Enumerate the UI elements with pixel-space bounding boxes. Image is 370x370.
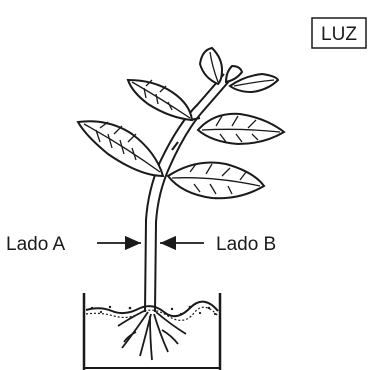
leaf <box>200 48 222 84</box>
leaf <box>128 80 192 120</box>
roots <box>118 310 186 360</box>
light-label: LUZ <box>321 24 357 45</box>
side-b-indicator: Lado B <box>160 234 276 255</box>
light-source-box: LUZ <box>312 18 366 48</box>
leaf <box>78 121 163 176</box>
side-b-label: Lado B <box>216 234 276 255</box>
leaf <box>168 163 264 199</box>
soil <box>86 302 218 321</box>
side-a-indicator: Lado A <box>6 234 141 255</box>
leaf <box>198 114 284 144</box>
side-a-label: Lado A <box>6 234 65 255</box>
